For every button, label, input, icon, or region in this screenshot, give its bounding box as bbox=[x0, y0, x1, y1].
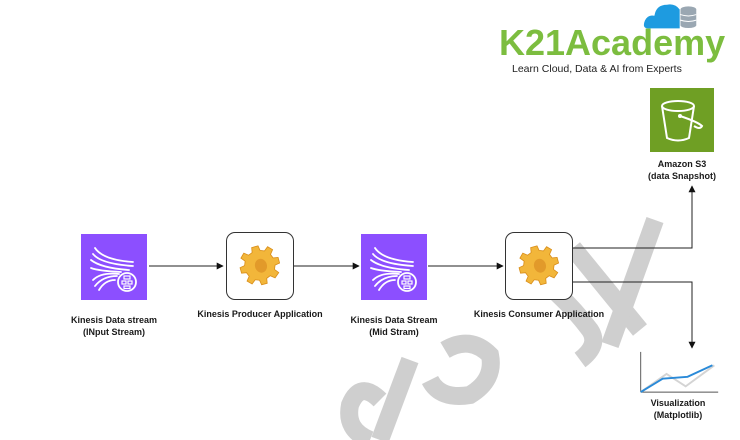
producer-box bbox=[226, 232, 294, 300]
edge-consumer-to-visualization bbox=[573, 281, 696, 349]
mid-stream-label: Kinesis Data Stream (Mid Stram) bbox=[334, 314, 454, 338]
visualization-label: Visualization (Matplotlib) bbox=[618, 397, 738, 421]
s3-bucket-icon bbox=[650, 88, 714, 152]
kinesis-data-stream-icon bbox=[81, 234, 147, 300]
consumer-label: Kinesis Consumer Application bbox=[473, 309, 605, 319]
input-stream-label: Kinesis Data stream (INput Stream) bbox=[54, 314, 174, 338]
brand-tagline: Learn Cloud, Data & AI from Experts bbox=[512, 63, 682, 75]
producer-label: Kinesis Producer Application bbox=[197, 309, 323, 319]
line-chart-icon bbox=[640, 351, 719, 393]
input-stream-label-line2: (INput Stream) bbox=[82, 327, 145, 337]
input-stream-label-line1: Kinesis Data stream bbox=[70, 315, 158, 325]
brand-name: K21Academy bbox=[499, 22, 726, 63]
gear-icon bbox=[518, 245, 560, 286]
mid-stream-label-line2: (Mid Stram) bbox=[369, 327, 419, 337]
visualization-label-line1: Visualization bbox=[650, 398, 706, 408]
edge-consumer-to-s3 bbox=[573, 185, 696, 249]
s3-label-line2: (data Snapshot) bbox=[647, 171, 716, 181]
visualization-label-line2: (Matplotlib) bbox=[653, 410, 703, 420]
consumer-label-block: Kinesis Consumer Application bbox=[459, 308, 619, 320]
kinesis-data-stream-icon bbox=[361, 234, 427, 300]
mid-stream-label-line1: Kinesis Data Stream bbox=[350, 315, 438, 325]
s3-label: Amazon S3 (data Snapshot) bbox=[622, 158, 740, 182]
gear-icon bbox=[239, 245, 281, 286]
s3-label-line1: Amazon S3 bbox=[657, 159, 707, 169]
cloud-database-icon bbox=[643, 4, 697, 29]
consumer-box bbox=[505, 232, 573, 300]
producer-label-block: Kinesis Producer Application bbox=[180, 308, 340, 320]
